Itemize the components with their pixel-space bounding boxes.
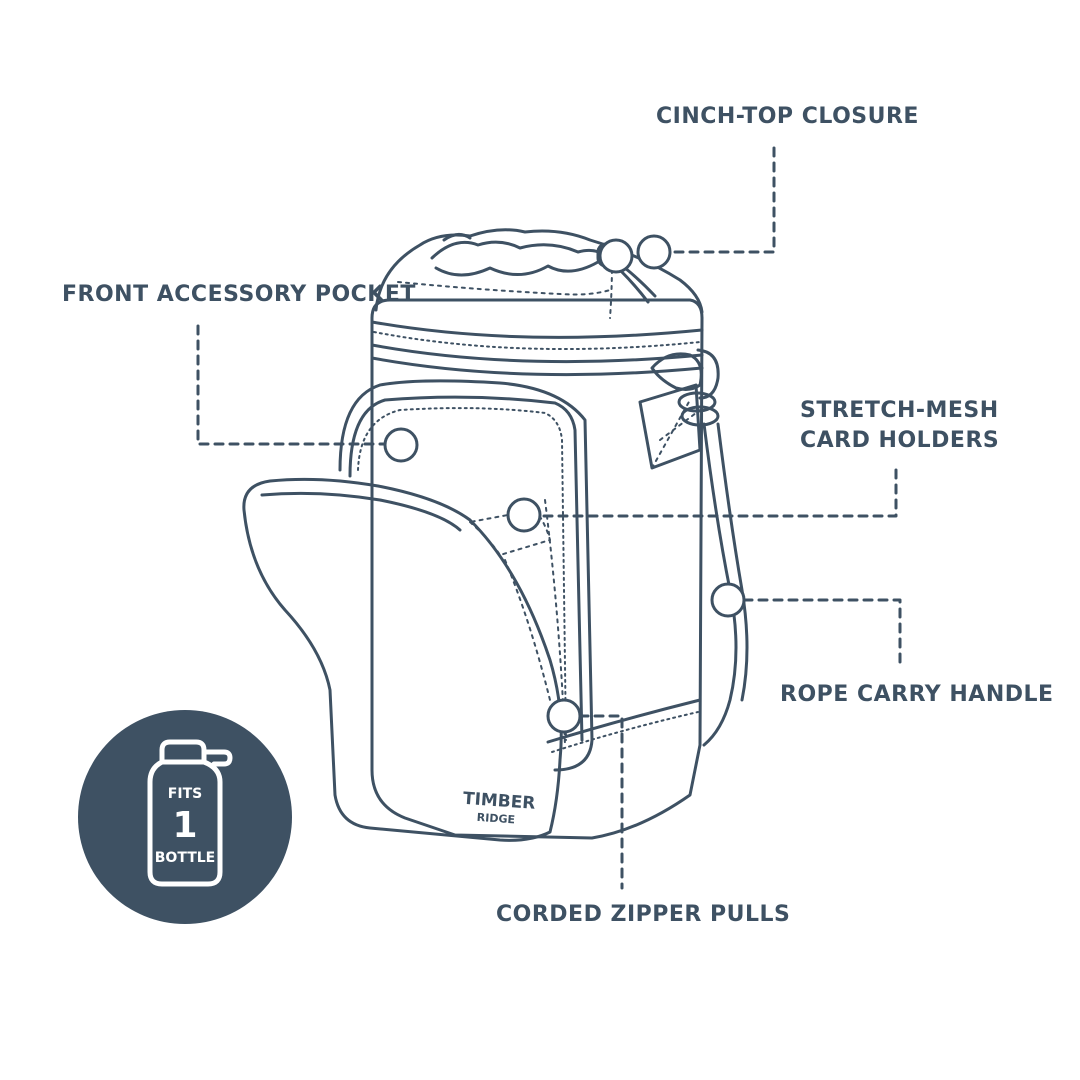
marker-cinch-top-b	[636, 234, 672, 270]
leader-zipper-pulls	[578, 714, 624, 890]
stretch-mesh-card-holder	[638, 383, 702, 470]
front-accessory-pocket	[242, 379, 594, 842]
water-bottle-icon	[147, 739, 233, 887]
timber-ridge-logo: TIMBER RIDGE	[462, 789, 536, 827]
badge-bottle-text: BOTTLE	[154, 850, 216, 866]
label-corded-zipper-pulls: CORDED ZIPPER PULLS	[496, 902, 791, 927]
label-card-holders-line1: STRETCH-MESH	[800, 398, 999, 423]
callout-leaders	[196, 146, 902, 890]
marker-zipper-pulls	[546, 698, 582, 734]
label-stretch-mesh-card-holders: STRETCH-MESH CARD HOLDERS	[800, 396, 999, 456]
leader-card-holders	[538, 468, 898, 518]
badge-fits-text: FITS	[167, 786, 203, 802]
leader-cinch-top	[666, 146, 776, 254]
svg-text:TIMBER: TIMBER	[462, 789, 536, 814]
leader-carry-handle	[742, 598, 902, 667]
label-cinch-top-closure: CINCH-TOP CLOSURE	[656, 104, 919, 129]
marker-front-pocket	[383, 427, 419, 463]
callout-markers	[383, 234, 746, 734]
fits-one-bottle-badge: FITS 1 BOTTLE	[78, 710, 292, 924]
marker-card-holders	[506, 497, 542, 533]
badge-count-text: 1	[172, 805, 198, 846]
label-card-holders-line2: CARD HOLDERS	[800, 428, 1000, 453]
cinch-top-closure	[374, 228, 704, 319]
label-rope-carry-handle: ROPE CARRY HANDLE	[780, 682, 1054, 707]
label-front-accessory-pocket: FRONT ACCESSORY POCKET	[62, 282, 416, 307]
svg-text:RIDGE: RIDGE	[476, 811, 515, 827]
marker-carry-handle	[710, 582, 746, 618]
marker-cinch-top-a	[598, 238, 634, 274]
leader-front-pocket	[196, 324, 386, 446]
